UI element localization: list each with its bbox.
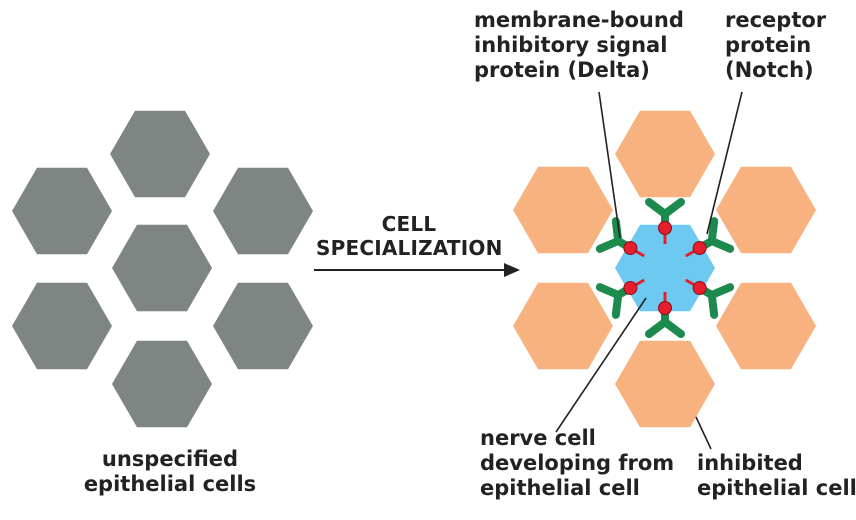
delta-label-line-3: protein (Delta) — [474, 58, 650, 82]
delta-notch-pair-bottom — [645, 292, 685, 338]
arrow-label: CELL SPECIALIZATION — [316, 212, 502, 260]
notch-label-line-3: (Notch) — [725, 58, 814, 82]
notch-leader — [706, 91, 743, 235]
specialization-arrow — [314, 263, 520, 277]
nerve-label-line-3: epithelial cell — [480, 476, 640, 500]
unspecified-cell-upper-right — [213, 167, 313, 255]
inhibited-cell-top — [615, 110, 715, 198]
inhibited-cells-cluster — [513, 110, 816, 428]
nerve-cell-label: nerve cell developing from epithelial ce… — [480, 426, 674, 501]
unspecified-cell-top — [110, 110, 210, 198]
delta-notch-signals — [595, 198, 735, 338]
notch-label-line-2: protein — [725, 33, 812, 57]
delta-leader — [598, 91, 621, 239]
delta-notch-pair-upper-right — [685, 217, 735, 258]
delta-notch-pair-top — [645, 198, 685, 244]
delta-notch-pair-lower-right — [685, 278, 735, 319]
unspecified-cell-bottom — [112, 340, 212, 428]
delta-signal-upper-right — [692, 241, 707, 255]
inhibited-cell-lower-left — [513, 282, 613, 370]
arrow-label-line-1: CELL — [381, 212, 437, 236]
notch-receptor-top — [645, 198, 685, 228]
delta-label: membrane-bound inhibitory signal protein… — [474, 8, 684, 83]
unspecified-label: unspecified epithelial cells — [70, 447, 270, 497]
arrow-label-line-2: SPECIALIZATION — [316, 236, 503, 260]
inhibited-cell-lower-right — [716, 282, 816, 370]
unspecified-cell-lower-left — [12, 282, 112, 370]
inhibited-cell-upper-right — [716, 166, 816, 254]
unspecified-label-line-1: unspecified — [101, 447, 239, 471]
notch-receptor-bottom — [645, 308, 685, 338]
nerve-label-line-2: developing from — [480, 451, 675, 475]
unspecified-cell-center — [112, 224, 212, 312]
nerve-label-line-1: nerve cell — [480, 426, 596, 450]
nerve-cell-group — [615, 224, 715, 312]
leader-lines — [555, 91, 743, 450]
delta-signal-lower-left — [623, 281, 638, 295]
inhibited-cell-leader — [695, 416, 712, 450]
unspecified-label-line-2: epithelial cells — [83, 472, 257, 496]
inhibited-cell-upper-left — [513, 166, 613, 254]
inhibited-cell-label: inhibited epithelial cell — [697, 451, 856, 501]
delta-signal-upper-left — [623, 241, 638, 255]
delta-signal-lower-right — [692, 281, 707, 295]
notch-label: receptor protein (Notch) — [725, 8, 826, 83]
unspecified-cell-upper-left — [12, 167, 112, 255]
delta-label-line-2: inhibitory signal — [474, 33, 668, 57]
inhibited-label-line-2: epithelial cell — [697, 476, 856, 500]
unspecified-cell-lower-right — [213, 282, 313, 370]
nerve-cell — [615, 224, 715, 312]
unspecified-cells-cluster — [12, 110, 313, 428]
notch-label-line-1: receptor — [725, 8, 827, 32]
nerve-cell-leader — [555, 297, 647, 433]
inhibited-label-line-1: inhibited — [697, 451, 803, 475]
inhibited-cell-bottom — [615, 340, 715, 428]
arrow-head — [504, 263, 520, 277]
delta-signal-top — [658, 221, 672, 235]
delta-notch-pair-lower-left — [595, 278, 645, 319]
delta-label-line-1: membrane-bound — [474, 8, 684, 32]
delta-signal-bottom — [658, 301, 672, 315]
delta-notch-pair-upper-left — [595, 217, 645, 258]
